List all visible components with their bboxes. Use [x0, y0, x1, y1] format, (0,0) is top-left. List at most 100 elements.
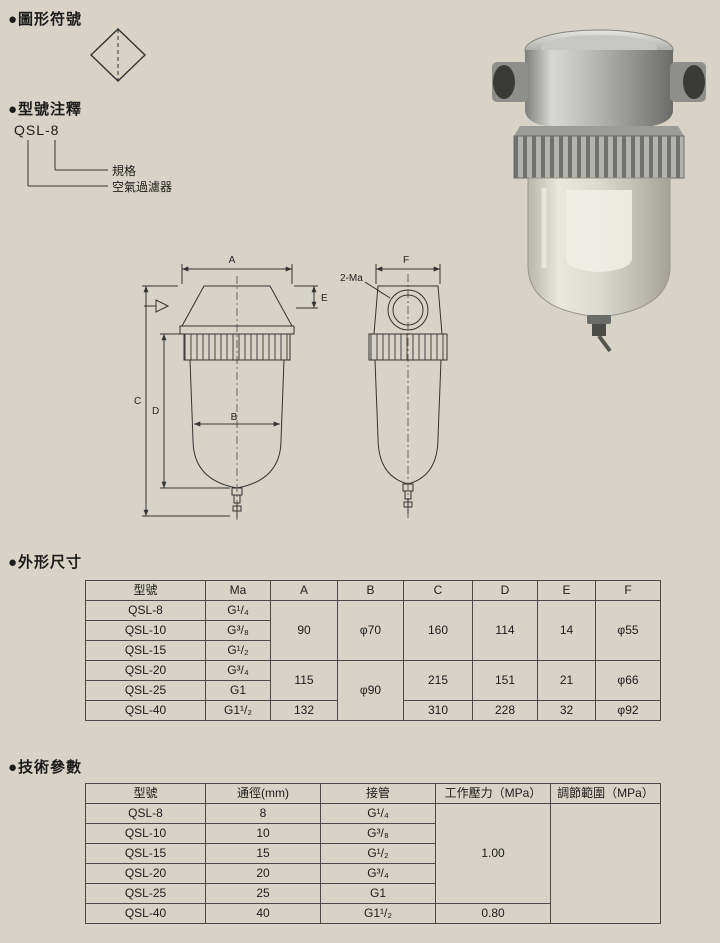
cell-bore: 8: [205, 803, 321, 824]
col-header-e: E: [537, 580, 596, 601]
col-header-model: 型號: [85, 580, 206, 601]
table-row: QSL-15 G¹/₂: [85, 640, 661, 661]
cell-bore: 20: [205, 863, 321, 884]
dimension-drawing: A E B C D F 2-Ma: [134, 255, 448, 520]
cell-a: 115: [270, 660, 338, 701]
cell-ma: G¹/₂: [205, 640, 271, 661]
table-row: QSL-40 40 G1¹/₂ 0.80: [85, 903, 661, 924]
cell-ma: G1¹/₂: [205, 700, 271, 721]
filter-symbol-diamond: [89, 28, 147, 82]
section-heading-model: ●型號注釋: [8, 101, 83, 118]
photo-drain: [587, 315, 611, 324]
cell-b: φ70: [337, 600, 404, 661]
cell-e: 14: [537, 600, 596, 661]
col-header-d: D: [472, 580, 538, 601]
cell-pressure-low: 0.80: [435, 903, 551, 924]
cell-model: QSL-8: [85, 600, 206, 621]
dim-label-f: F: [403, 255, 409, 266]
photo-ribbed-collar: [513, 135, 685, 179]
cell-pipe: G¹/₄: [320, 803, 436, 824]
cell-model: QSL-20: [85, 660, 206, 681]
table-row: QSL-20 G³/₄ 115 φ90 215 151 21 φ66: [85, 660, 661, 721]
cell-e: 21: [537, 660, 596, 701]
cell-model: QSL-25: [85, 883, 206, 904]
cell-ma: G³/₄: [205, 660, 271, 681]
table-header-row: 型號 Ma A B C D E F: [85, 580, 661, 601]
cell-a: 90: [270, 600, 338, 661]
cell-f: φ66: [595, 660, 661, 701]
col-header-model: 型號: [85, 783, 206, 804]
table-row: QSL-8 8 G¹/₄ 1.00: [85, 803, 661, 924]
dim-label-c: C: [134, 396, 141, 407]
cell-bore: 40: [205, 903, 321, 924]
cell-e: 32: [537, 700, 596, 721]
cell-model: QSL-10: [85, 823, 206, 844]
col-header-bore: 通徑(mm): [205, 783, 321, 804]
cell-d: 151: [472, 660, 538, 701]
section-heading-params: ●技術參數: [8, 759, 83, 776]
cell-f: φ92: [595, 700, 661, 721]
col-header-pressure: 工作壓力（MPa）: [435, 783, 551, 804]
cell-model: QSL-20: [85, 863, 206, 884]
cell-pipe: G¹/₂: [320, 843, 436, 864]
cell-ma: G1: [205, 680, 271, 701]
cell-c: 310: [403, 700, 473, 721]
drawing-port-circle: [387, 289, 429, 331]
dim-label-b: B: [231, 412, 238, 423]
cell-pipe: G1¹/₂: [320, 903, 436, 924]
cell-pipe: G³/₈: [320, 823, 436, 844]
table-row: QSL-25 25 G1: [85, 883, 661, 904]
dim-label-e: E: [321, 293, 328, 304]
section-heading-symbol: ●圖形符號: [8, 11, 83, 28]
cell-d: 228: [472, 700, 538, 721]
cell-ma: G¹/₄: [205, 600, 271, 621]
cell-pressure-high: 1.00: [435, 803, 551, 904]
col-header-pipe: 接管: [320, 783, 436, 804]
col-header-range: 調節範圍（MPa）: [550, 783, 661, 804]
cell-c: 160: [403, 600, 473, 661]
cell-pipe: G³/₄: [320, 863, 436, 884]
photo-cap-body: [525, 50, 673, 126]
ma-leader-line: [364, 281, 391, 299]
table-row: QSL-40 G1¹/₂ 132 310 228 32 φ92: [85, 700, 661, 721]
model-note-filter: 空氣過濾器: [112, 180, 173, 194]
cell-model: QSL-10: [85, 620, 206, 641]
cell-model: QSL-25: [85, 680, 206, 701]
photo-filter-element: [566, 190, 632, 272]
section-heading-dimensions: ●外形尺寸: [8, 554, 83, 571]
cell-model: QSL-8: [85, 803, 206, 824]
cell-b: φ90: [337, 660, 404, 721]
cell-bore: 10: [205, 823, 321, 844]
cell-range: [550, 803, 661, 924]
drawing-drain-side: [403, 501, 413, 508]
cell-bore: 15: [205, 843, 321, 864]
model-code: QSL-8: [14, 122, 60, 138]
drawing-drain-front: [232, 505, 242, 512]
table-row: QSL-10 G³/₈: [85, 620, 661, 641]
table-row: QSL-8 G¹/₄ 90 φ70 160 114 14 φ55: [85, 600, 661, 661]
cell-model: QSL-15: [85, 640, 206, 661]
product-photo: [492, 29, 706, 353]
cell-f: φ55: [595, 600, 661, 661]
cell-bore: 25: [205, 883, 321, 904]
model-leader-lines: [27, 140, 108, 187]
col-header-ma: Ma: [205, 580, 271, 601]
dim-label-d: D: [152, 406, 159, 417]
col-header-f: F: [595, 580, 661, 601]
cell-ma: G³/₈: [205, 620, 271, 641]
table-header-row: 型號 通徑(mm) 接管 工作壓力（MPa） 調節範圍（MPa）: [85, 783, 661, 804]
cell-model: QSL-40: [85, 903, 206, 924]
cell-model: QSL-40: [85, 700, 206, 721]
table-row: QSL-20 20 G³/₄: [85, 863, 661, 884]
flow-direction-marker: [155, 299, 170, 313]
col-header-a: A: [270, 580, 338, 601]
col-header-b: B: [337, 580, 404, 601]
dim-label-a: A: [229, 255, 236, 266]
parameters-table: 型號 通徑(mm) 接管 工作壓力（MPa） 調節範圍（MPa） QSL-8 8…: [85, 783, 661, 924]
model-note-spec: 規格: [112, 164, 137, 178]
cell-d: 114: [472, 600, 538, 661]
dim-label-ma: 2-Ma: [340, 273, 363, 284]
cell-c: 215: [403, 660, 473, 701]
cell-model: QSL-15: [85, 843, 206, 864]
